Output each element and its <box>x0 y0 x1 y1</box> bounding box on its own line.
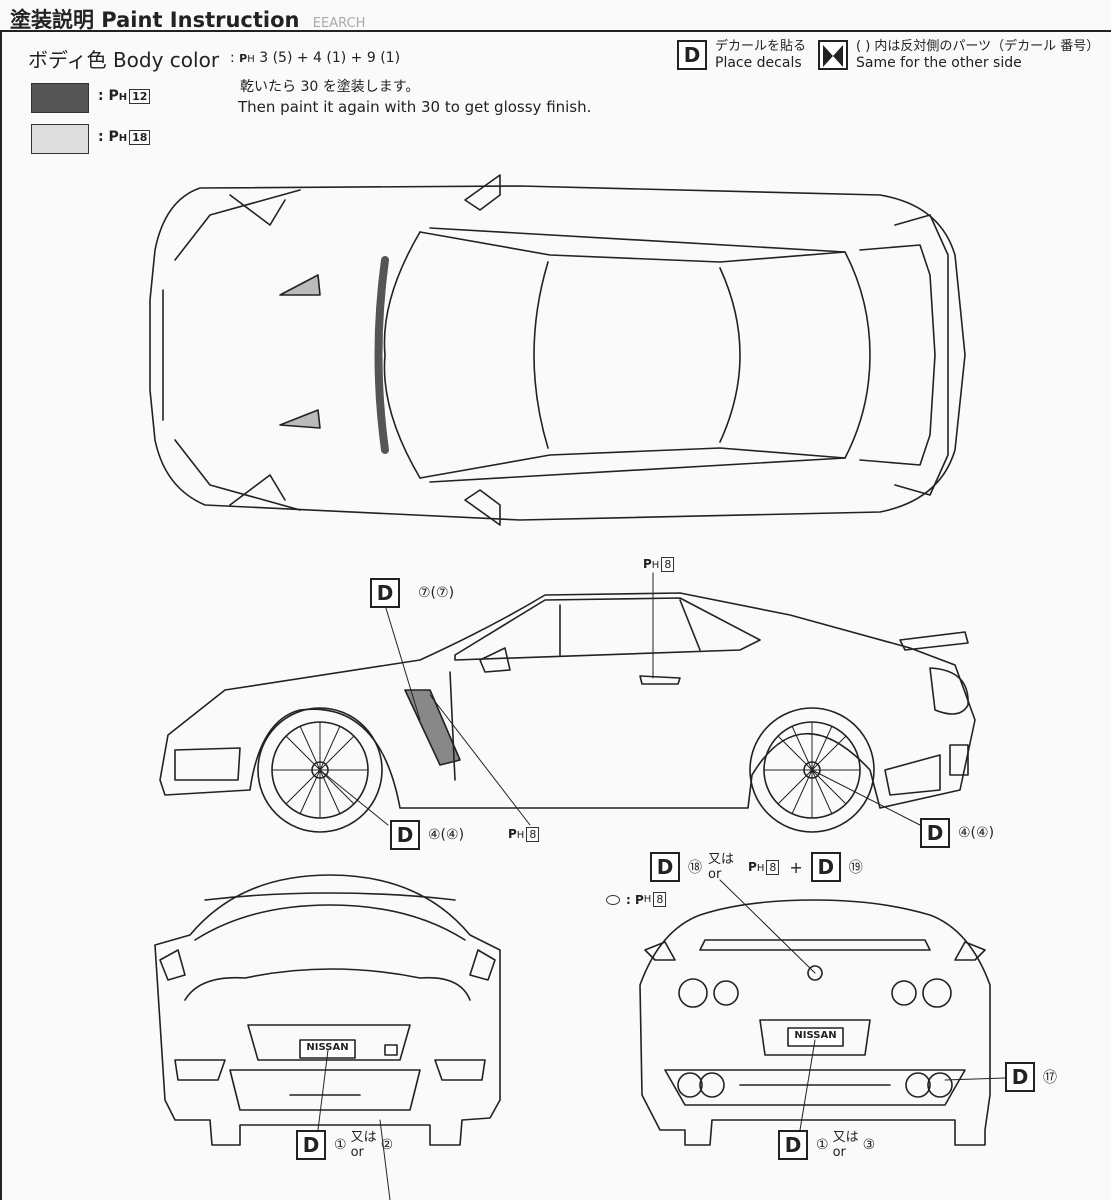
decal-icon: D <box>650 852 680 882</box>
watermark-text: EEARCH <box>312 16 366 31</box>
top-view-car <box>149 174 966 526</box>
rear-plate-text: NISSAN <box>794 1030 837 1041</box>
left-border <box>0 30 2 1200</box>
rear-plate-or-jp: 又は <box>832 1130 859 1145</box>
decal-icon: D <box>1005 1062 1035 1092</box>
callout-rear-exhaust: D ⑰ <box>1005 1062 1057 1092</box>
decal-icon: D <box>810 852 841 882</box>
callout-rear-plate: D ① 又は or ③ <box>778 1130 875 1160</box>
swatch-dark-code: 12 <box>129 89 151 104</box>
mirror-side-icon <box>818 40 848 70</box>
legend-decal: D デカールを貼る Place decals <box>677 38 806 72</box>
decal-icon: D <box>390 820 420 850</box>
callout-rear-emblem-b: ⑲ <box>848 860 863 876</box>
front-plate-decal-a: ① <box>334 1137 347 1153</box>
callout-front-plate: D ① 又は or ② <box>296 1130 393 1160</box>
rear-emblem-paint-code: 8 <box>766 859 780 875</box>
body-color-line-en: Then paint it again with 30 to get gloss… <box>238 98 592 116</box>
rear-plate-decal-b: ③ <box>862 1137 876 1153</box>
legend-mirror-jp: ( ) 内は反対側のパーツ（デカール 番号） <box>856 39 1100 54</box>
callout-side-top-text: ⑦(⑦) <box>418 585 455 601</box>
legend-mirror-en: Same for the other side <box>856 55 1022 71</box>
callout-rear-wheel: D ④(④) <box>920 818 994 848</box>
callout-rear-exhaust-text: ⑰ <box>1043 1070 1057 1086</box>
front-view-car <box>154 874 501 1146</box>
rear-plate-or-en: or <box>832 1145 846 1160</box>
emblem-paint-code: 8 <box>653 892 667 907</box>
swatch-light-code: 18 <box>129 130 151 145</box>
front-plate-or-jp: 又は <box>350 1130 377 1145</box>
callout-side-handle-code: 8 <box>661 557 675 572</box>
header-rule <box>0 30 1111 32</box>
callout-rear-emblem-a: ⑱ <box>688 860 702 876</box>
decal-icon: D <box>296 1130 326 1160</box>
body-color-label: ボディ色 Body color <box>28 48 220 72</box>
color-swatch-dark <box>31 83 89 113</box>
legend-decal-en: Place decals <box>715 55 802 71</box>
decal-icon: D <box>677 40 707 70</box>
legend-mirror: ( ) 内は反対側のパーツ（デカール 番号） Same for the othe… <box>818 38 1099 72</box>
callout-rear-wheel-text: ④(④) <box>958 825 995 841</box>
title-text: 塗装説明 Paint Instruction <box>10 8 300 32</box>
color-swatch-light <box>31 124 89 154</box>
decal-icon: D <box>370 578 400 608</box>
body-color-line-jp: 乾いたら 30 を塗装します。 <box>240 79 420 95</box>
rear-emblem-or-en: or <box>708 867 722 882</box>
callout-side-sill-code: 8 <box>526 827 540 842</box>
rear-view-car <box>639 899 991 1146</box>
rear-emblem-plus: + <box>789 857 803 877</box>
rear-plate-decal-a: ① <box>816 1137 829 1153</box>
formula-text: 3 (5) + 4 (1) + 9 (1) <box>259 50 401 66</box>
decal-icon: D <box>920 818 950 848</box>
decal-icon: D <box>778 1130 808 1160</box>
front-plate-decal-b: ② <box>380 1137 394 1153</box>
front-plate-text: NISSAN <box>306 1042 349 1053</box>
side-view-car <box>159 592 976 833</box>
callout-front-wheel-text: ④(④) <box>428 827 465 843</box>
rear-emblem-or-jp: 又は <box>708 852 735 867</box>
page-title: 塗装説明 Paint Instruction EEARCH <box>10 4 365 34</box>
emblem-icon <box>606 894 620 905</box>
front-plate-or-en: or <box>350 1145 364 1160</box>
legend-decal-jp: デカールを貼る <box>715 39 807 54</box>
callout-front-wheel: D ④(④) <box>390 820 464 850</box>
body-color-formula: : PH 3 (5) + 4 (1) + 9 (1) <box>230 50 401 66</box>
leader-lines <box>317 572 1006 1200</box>
callout-side-top: D ⑦(⑦) <box>370 578 454 608</box>
